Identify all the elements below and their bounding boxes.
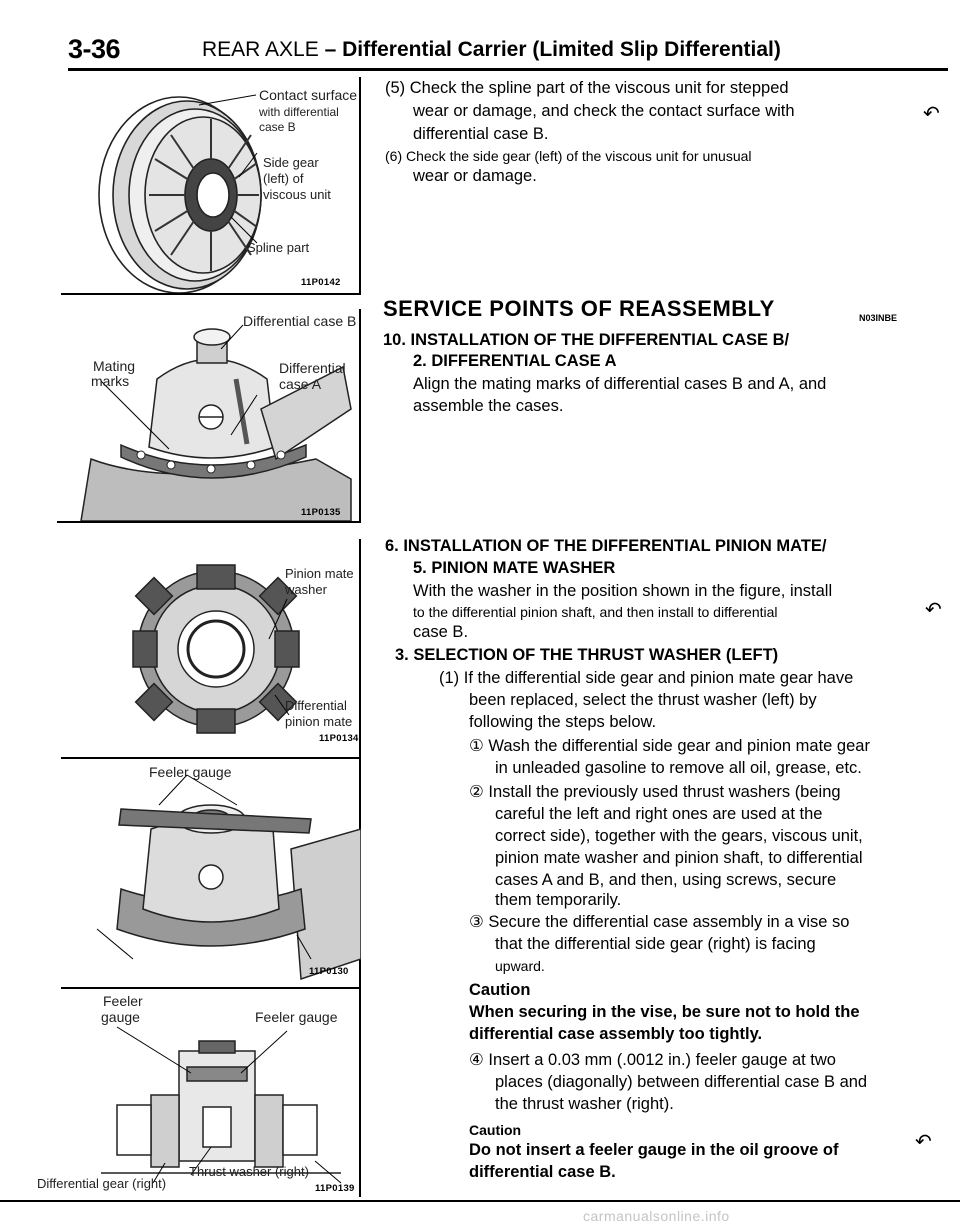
figure-code: 11P0130 (309, 966, 349, 977)
substep2-line3: correct side), together with the gears, … (495, 827, 863, 845)
service-code: N03INBE (859, 313, 898, 323)
label-feeler-gauge-2: Feeler gauge (255, 1009, 338, 1025)
label-spline-part: Spline part (247, 240, 310, 255)
label-feeler-gauge: Feeler gauge (149, 764, 232, 780)
feeler-gauge-section-illustration (101, 1026, 342, 1184)
item3-heading: 3. SELECTION OF THE THRUST WASHER (LEFT) (395, 646, 779, 664)
substep2-line5: cases A and B, and then, using screws, s… (495, 871, 837, 889)
label-thrust-washer-right: Thrust washer (right) (189, 1164, 309, 1179)
figure-code: 11P0142 (301, 277, 341, 288)
substep2-line2: careful the left and right ones are used… (495, 805, 823, 823)
page-number: 3-36 (68, 34, 121, 64)
substep1-line2: in unleaded gasoline to remove all oil, … (495, 759, 862, 777)
label-differential-2: Differential (285, 698, 347, 713)
substep2-line1: ② Install the previously used thrust was… (469, 783, 841, 801)
substep3-line3: upward. (495, 958, 545, 974)
section-name: REAR AXLE (202, 38, 319, 61)
item6-body-line2: to the differential pinion shaft, and th… (413, 604, 778, 620)
caution2-line1: Do not insert a feeler gauge in the oil … (469, 1141, 839, 1159)
figure-viscous-unit: Contact surface with differential case B… (61, 77, 361, 293)
figure-code: 11P0134 (319, 733, 359, 744)
item3-para1-line1: (1) If the differential side gear and pi… (439, 669, 854, 687)
differential-case-illustration (80, 324, 352, 521)
section-subtitle: Differential Carrier (Limited Slip Diffe… (342, 38, 781, 61)
figure-feeler-gauge-top: Feeler gauge 11P0130 (61, 759, 361, 987)
step6-line1: (6) Check the side gear (left) of the vi… (385, 148, 752, 164)
label-feeler: Feeler (103, 993, 143, 1009)
title-dash: – (324, 38, 337, 61)
page-header: 3-36 REAR AXLE – Differential Carrier (L… (68, 28, 948, 71)
figure-code: 11P0135 (301, 507, 341, 518)
substep4-line1: ④ Insert a 0.03 mm (.0012 in.) feeler ga… (469, 1051, 836, 1069)
item3-para1-line2: been replaced, select the thrust washer … (469, 691, 817, 709)
label-differential: Differential (279, 360, 346, 376)
item10-heading-line1: 10. INSTALLATION OF THE DIFFERENTIAL CAS… (383, 331, 790, 349)
step5-line3: differential case B. (413, 125, 549, 143)
item6-body-line1: With the washer in the position shown in… (413, 582, 833, 600)
item10-body-line1: Align the mating marks of differential c… (413, 375, 827, 393)
item6-heading-line2: 5. PINION MATE WASHER (413, 559, 616, 577)
step-arrow-icon: ↶ (915, 1131, 932, 1153)
service-points-heading: SERVICE POINTS OF REASSEMBLY (383, 296, 775, 321)
label-viscous-unit: viscous unit (263, 187, 331, 202)
label-mating: Mating (93, 358, 136, 374)
label-case-b: case B (259, 120, 296, 134)
substep3-line2: that the differential side gear (right) … (495, 935, 816, 953)
item6-body-line3: case B. (413, 623, 469, 641)
step-arrow-icon: ↶ (925, 599, 942, 621)
figure-divider (57, 521, 361, 523)
step5-line1: (5) Check the spline part of the viscous… (385, 79, 789, 97)
label-pinion-mate: Pinion mate (285, 566, 354, 581)
caution2-title: Caution (469, 1122, 522, 1138)
item3-para1-line3: following the steps below. (469, 713, 657, 731)
label-washer: washer (285, 582, 327, 597)
label-with-differential: with differential (259, 105, 339, 119)
figure-divider (61, 293, 361, 295)
header-rule (68, 68, 948, 71)
figure-divider (61, 757, 361, 759)
caution2-line2: differential case B. (469, 1163, 616, 1181)
label-contact-surface: Contact surface (259, 87, 358, 103)
viscous-unit-illustration (98, 94, 262, 293)
substep4-line3: the thrust washer (right). (495, 1095, 674, 1113)
label-case-a: case A (279, 376, 322, 392)
step5-line2: wear or damage, and check the contact su… (413, 102, 795, 120)
step6-line2: wear or damage. (413, 167, 537, 185)
label-left-of: (left) of (263, 171, 304, 186)
label-differential-case-b: Differential case B (243, 313, 357, 329)
label-differential-gear-right: Differential gear (right) (37, 1176, 167, 1191)
figure-pinion-mate: Pinion mate washer Differential pinion m… (61, 539, 361, 757)
footer-watermark: carmanualsonline.info (583, 1208, 730, 1224)
caution1-line1: When securing in the vise, be sure not t… (469, 1003, 860, 1021)
label-pinion-mate-2: pinion mate (285, 714, 353, 729)
figure-differential-case: Differential case B Mating marks Differe… (61, 309, 361, 521)
item10-heading-line2: 2. DIFFERENTIAL CASE A (413, 352, 617, 370)
label-gauge: gauge (101, 1009, 140, 1025)
footer-rule (0, 1200, 960, 1202)
page-title: REAR AXLE – Differential Carrier (Limite… (202, 38, 781, 62)
label-side-gear: Side gear (263, 155, 319, 170)
caution1-line2: differential case assembly too tightly. (469, 1025, 763, 1043)
substep3-line1: ③ Secure the differential case assembly … (469, 913, 850, 931)
figure-feeler-gauge-section: Feeler gauge Feeler gauge Thrust washer … (37, 987, 361, 1197)
substep2-line6: them temporarily. (495, 891, 622, 909)
label-marks: marks (91, 373, 130, 389)
item6-heading-line1: 6. INSTALLATION OF THE DIFFERENTIAL PINI… (385, 537, 827, 555)
pinion-mate-illustration (132, 564, 300, 734)
figure-divider (61, 987, 361, 989)
item10-body-line2: assemble the cases. (413, 397, 564, 415)
step-arrow-icon: ↶ (923, 103, 940, 125)
figure-code: 11P0139 (315, 1183, 355, 1194)
caution1-title: Caution (469, 981, 531, 999)
substep4-line2: places (diagonally) between differential… (495, 1073, 868, 1091)
substep2-line4: pinion mate washer and pinion shaft, to … (495, 849, 863, 867)
feeler-gauge-top-illustration (96, 774, 361, 981)
substep1-line1: ① Wash the differential side gear and pi… (469, 737, 870, 755)
